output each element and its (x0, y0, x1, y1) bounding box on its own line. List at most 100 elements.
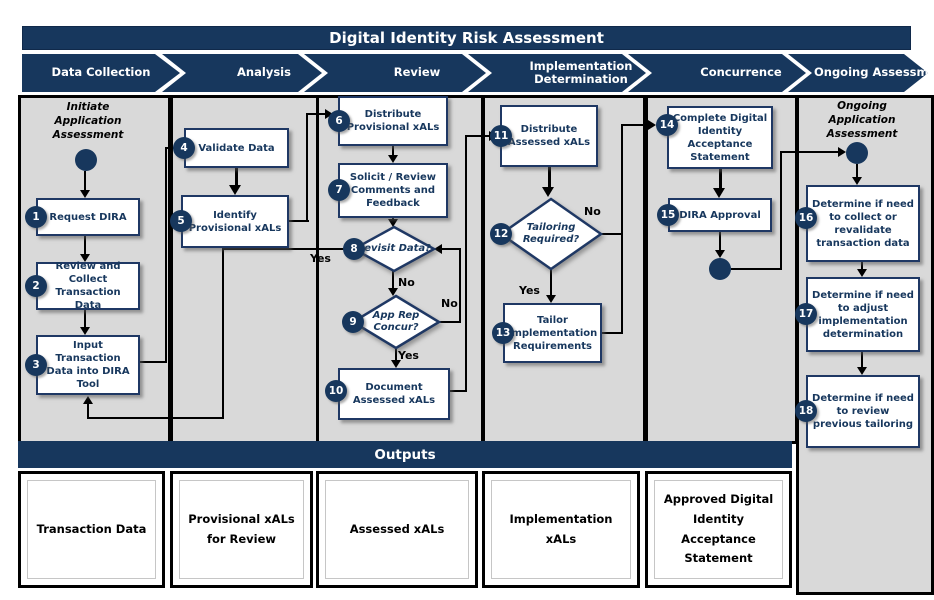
connector-line (465, 135, 490, 137)
decision-label: Revisit Data? (357, 242, 431, 254)
step-15-dira-approval: DIRA Approval (668, 198, 772, 232)
connector-line (602, 332, 623, 334)
decision-9-app-rep-concur: App Rep Concur? (350, 294, 442, 350)
step-label: Tailor Implementation Requirements (507, 314, 598, 352)
step-number-badge: 4 (173, 137, 195, 159)
step-14-complete-acceptance-statement: Complete Digital Identity Acceptance Sta… (667, 106, 773, 169)
stage-chevron-concurrence: Concurrence (628, 54, 806, 92)
connector-line (222, 248, 355, 250)
connector-line (621, 124, 623, 334)
no-label: No (398, 276, 415, 289)
step-label: Distribute Assessed xALs (507, 124, 591, 148)
step-label: Request DIRA (49, 211, 127, 223)
connector-line (621, 124, 649, 126)
step-4-validate-data: Validate Data (184, 128, 289, 168)
start-node-circle (846, 142, 868, 164)
output-transaction-data: Transaction Data (18, 471, 165, 588)
step-number-badge: 16 (795, 207, 817, 229)
stage-label: Ongoing Assessment (813, 65, 934, 80)
step-5-identify-provisional-xals: Identify Provisional xALs (181, 195, 289, 248)
stage-label: Review (393, 65, 441, 80)
output-assessed-xals: Assessed xALs (316, 471, 478, 588)
connector-line (548, 167, 551, 187)
arrow-head (80, 190, 90, 198)
step-label: Solicit / Review Comments and Feedback (349, 172, 437, 209)
start-label-initiate-application-assessment: Initiate Application Assessment (52, 101, 124, 142)
stage-chevron-data-collection: Data Collection (22, 54, 180, 92)
stage-label: Data Collection (51, 65, 151, 80)
connector-line (140, 361, 167, 363)
step-number-badge: 13 (492, 322, 514, 344)
step-number-badge: 15 (657, 204, 679, 226)
arrow-head (648, 120, 656, 130)
step-label: Validate Data (198, 142, 275, 154)
decision-12-tailoring-required: Tailoring Required? (498, 197, 604, 271)
step-number-badge: 11 (490, 125, 512, 147)
arrow-head (83, 396, 93, 404)
connector-line (861, 352, 863, 367)
connector-line (450, 390, 467, 392)
step-11-distribute-assessed-xals: Distribute Assessed xALs (500, 105, 598, 167)
connector-line (165, 147, 177, 149)
step-label: Determine if need to collect or revalida… (812, 198, 914, 249)
step-number-badge: 17 (795, 303, 817, 325)
step-number-badge: 18 (795, 400, 817, 422)
connector-line (84, 310, 86, 327)
outputs-banner: Outputs (18, 441, 792, 468)
connector-line (601, 233, 623, 235)
arrow-head (391, 360, 401, 368)
connector-line (459, 248, 461, 323)
step-1-request-dira: Request DIRA (36, 198, 140, 236)
stage-chevron-analysis: Analysis (162, 54, 322, 92)
arrow-head (857, 269, 867, 277)
decision-label: App Rep Concur? (372, 309, 420, 334)
connector-line (780, 151, 839, 153)
stage-chevron-ongoing-assessment: Ongoing Assessment (788, 54, 934, 92)
step-3-input-transaction-data: Input Transaction Data into DIRA Tool (36, 335, 140, 395)
connector-line (84, 236, 86, 254)
connector-line (780, 151, 782, 270)
yes-label: Yes (519, 284, 540, 297)
stage-label: Analysis (237, 65, 291, 80)
stage-chevron-review: Review (304, 54, 486, 92)
step-number-badge: 12 (490, 223, 512, 245)
connector-line (465, 135, 467, 392)
step-6-distribute-provisional-xals: Distribute Provisional xALs (338, 96, 448, 146)
stage-label: Concurrence (700, 65, 782, 80)
stage-chevron-implementation-determination: Implementation Determination (468, 54, 646, 92)
step-number-badge: 14 (656, 114, 678, 136)
arrow-head (388, 219, 398, 227)
connector-line (719, 169, 722, 188)
step-label: Input Transaction Data into DIRA Tool (46, 340, 130, 390)
step-label: Identify Provisional xALs (188, 209, 282, 234)
step-2-review-collect-transaction-data: Review and Collect Transaction Data (36, 261, 140, 311)
start-node-circle (75, 149, 97, 171)
connector-line (84, 171, 86, 190)
step-18-determine-review-tailoring: Determine if need to review previous tai… (806, 375, 920, 448)
step-number-badge: 6 (328, 110, 350, 132)
step-10-document-assessed-xals: Document Assessed xALs (338, 368, 450, 420)
connector-line (165, 147, 167, 363)
step-16-determine-collect-revalidate: Determine if need to collect or revalida… (806, 185, 920, 262)
arrow-head (80, 327, 90, 335)
connector-line (856, 164, 858, 177)
decision-8-revisit-data: Revisit Data? (351, 225, 437, 273)
connector-line (442, 248, 461, 250)
page-title: Digital Identity Risk Assessment (329, 29, 604, 47)
connector-line (87, 417, 224, 419)
outputs-banner-label: Outputs (374, 446, 436, 463)
title-bar: Digital Identity Risk Assessment (22, 26, 911, 50)
step-label: Distribute Provisional xALs (346, 109, 440, 133)
step-label: Document Assessed xALs (352, 382, 436, 406)
stage-label: Implementation Determination (529, 58, 633, 86)
yes-label: Yes (398, 349, 419, 362)
step-label: Review and Collect Transaction Data (55, 261, 121, 311)
connector-line (861, 262, 863, 269)
connector-line (550, 269, 552, 295)
connector-line (392, 271, 394, 288)
step-number-badge: 3 (25, 354, 47, 376)
connector-line (306, 113, 308, 222)
arrow-head (434, 244, 442, 254)
connector-line (87, 404, 89, 419)
